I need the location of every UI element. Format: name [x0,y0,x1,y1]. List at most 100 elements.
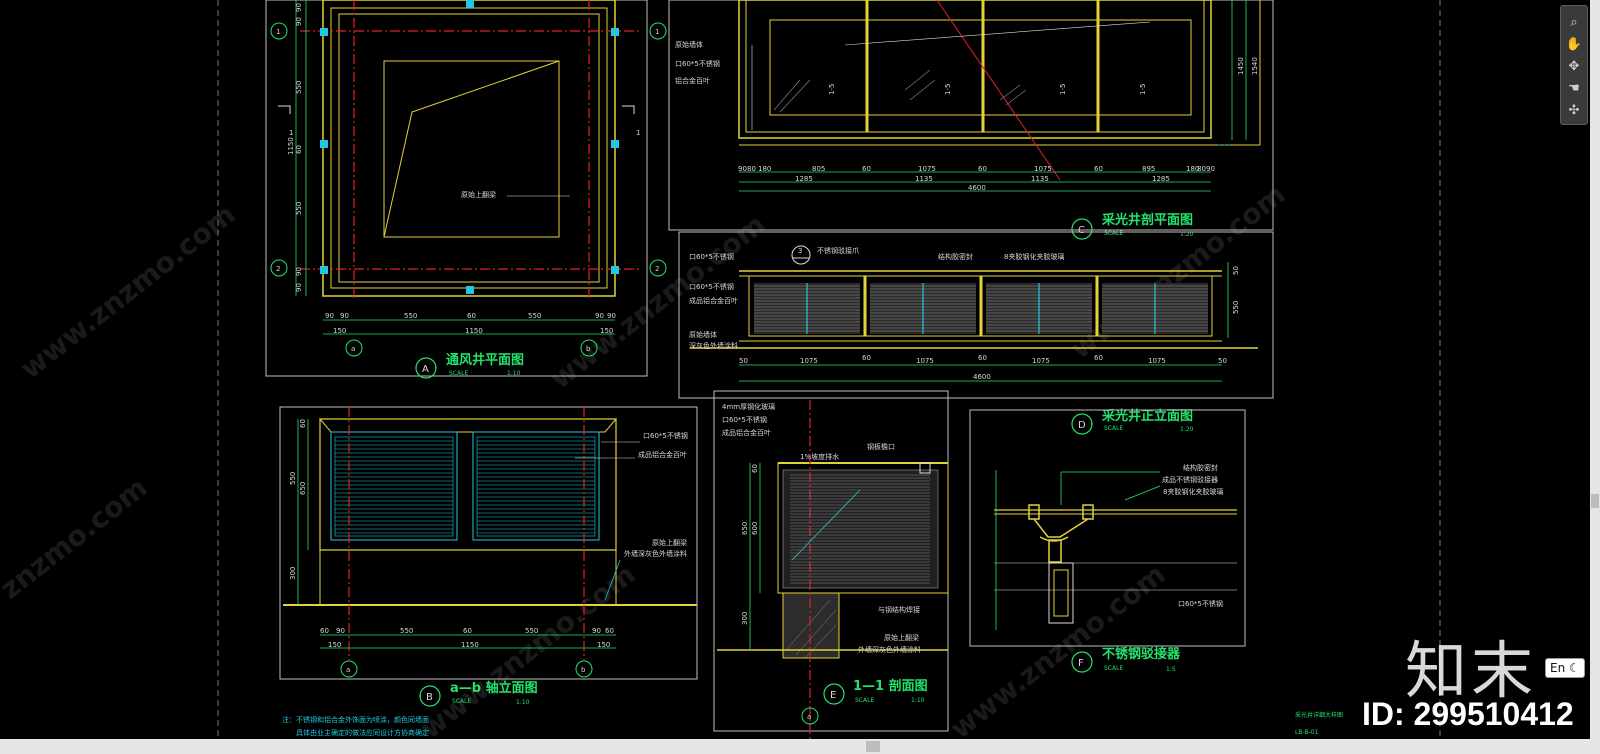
ime-indicator[interactable]: En ☾ [1545,658,1585,678]
dim-label: 180 [1186,165,1199,173]
dim-label: 4600 [968,184,986,192]
dim-label: 60 [751,464,759,473]
pan-icon[interactable]: ✋ [1565,37,1583,52]
watermark-logo: 知末 [1405,634,1538,707]
dim-label: 300 [289,567,297,580]
horizontal-scrollbar[interactable] [0,739,1600,754]
dim-label: 90 [295,283,303,292]
axis-label: 2 [655,265,659,273]
watermark-id: ID: 299510412 [1362,696,1574,732]
dim-label: 90 [295,17,303,26]
callout-label: 成品铝合金百叶 [722,428,771,437]
axis-label: 1 [655,28,659,36]
dim-label: 80 [1197,165,1206,173]
dim-label: 60 [978,165,987,173]
dim-label: 1075 [1032,357,1050,365]
axis-label: a [346,666,350,674]
panel-d-skylight-front-elevation: 3 口60*5不锈钢 不锈钢驳接爪 结构胶密封 8夹胶钢化夹胶玻璃 口60*5不… [678,231,1274,399]
sheet-code: LB-B-01 [1295,729,1319,736]
callout-label: 原始墙体 [689,330,717,339]
panel-title: 采光井剖平面图 [1101,212,1193,228]
detail-letter: D [1078,420,1086,431]
dim-label: 1075 [916,357,934,365]
dim-label: 4600 [973,373,991,381]
col-label: 1-5 [828,84,836,95]
scale-word: SCALE [1104,230,1123,237]
dim-label: 550 [525,627,538,635]
dim-label: 150 [597,641,610,649]
dim-label: 90 [592,627,601,635]
vertical-scrollbar[interactable] [1590,0,1600,739]
detail-letter: B [426,692,433,703]
dim-label: 1075 [1148,357,1166,365]
scale-word: SCALE [855,697,874,704]
dim-label: 60 [320,627,329,635]
dim-label: 550 [400,627,413,635]
panel-f-stainless-connector: 结构胶密封 成品不锈钢驳接器 8夹胶钢化夹胶玻璃 口60*5不锈钢 F 不锈钢驳… [969,409,1246,673]
dim-label: 90 [336,627,345,635]
scale-value: 1:20 [1180,426,1194,433]
detail-letter: F [1078,658,1084,669]
zoom-icon[interactable]: ⌕ [1570,15,1578,30]
callout-label: 外墙深灰色外墙涂料 [858,645,921,654]
note-label: 原始上翻梁 [461,190,496,199]
spider-fitting [1028,504,1094,563]
callout-label: 成品铝合金百叶 [638,450,687,459]
panel-title: 1—1 剖面图 [853,678,928,694]
callout-label: 成品不锈钢驳接器 [1162,475,1218,484]
dim-label: 1135 [1031,175,1049,183]
sheet-title: 采光井详细大样图 [1295,711,1343,719]
scale-word: SCALE [1104,425,1123,432]
axis-label: a [351,345,355,353]
dim-label: 90 [295,267,303,276]
dim-label: 650 [299,482,307,495]
panel-d-title: D 采光井正立面图 SCALE 1:20 [1071,408,1194,435]
dim-label: 60 [978,354,987,362]
footnote: 具体由业主确定的做法应同设计方协商确定 [296,728,429,737]
dim-label: 1135 [915,175,933,183]
scale-word: SCALE [1104,665,1123,672]
callout-label: 结构胶密封 [938,252,973,261]
ime-language: En [1550,661,1566,675]
scale-value: 1:20 [1180,231,1194,238]
callout-label: 原始墙体 [675,40,703,49]
dim-label: 150 [328,641,341,649]
callout-label: 口60*5不锈钢 [675,59,720,68]
callout-label: 不锈钢驳接爪 [817,246,859,255]
dim-label: 1285 [795,175,813,183]
dim-label: 805 [812,165,825,173]
dim-label: 1075 [918,165,936,173]
section-mark: 1 [289,129,293,137]
panel-a-vent-plan: 1 1 2 2 a b 1 1 原始上翻梁 90 90 550 60 550 9… [265,0,667,379]
dim-label: 60 [463,627,472,635]
dim-label: 600 [751,522,759,535]
dim-label: 550 [295,81,303,94]
panel-title: 通风井平面图 [446,352,524,368]
dim-label: 60 [862,354,871,362]
dim-label: 90 [607,312,616,320]
callout-label: 口60*5不锈钢 [643,431,688,440]
dim-label: 1540 [1251,57,1259,75]
steering-wheel-icon[interactable]: ✣ [1568,103,1580,118]
section-mark: 1 [636,129,640,137]
dim-label: 60 [295,145,303,154]
hand-icon[interactable]: ☚ [1568,81,1580,96]
callout-label: 口60*5不锈钢 [1178,599,1223,608]
dim-label: 650 [741,522,749,535]
watermark-text: www.znzmo.com [414,558,642,746]
axis-label: b [581,666,586,674]
dim-label: 180 [758,165,771,173]
marker-number: 3 [798,247,802,255]
panel-c-skylight-section-plan: 原始墙体 口60*5不锈钢 铝合金百叶 1-5 1-5 1-5 1-5 1450… [668,0,1274,240]
callout-label: 口60*5不锈钢 [689,282,734,291]
dim-label: 90 [738,165,747,173]
detail-letter: A [422,364,429,375]
orbit-icon[interactable]: ✥ [1568,59,1580,74]
scroll-thumb[interactable] [1591,494,1599,508]
callout-label: 4mm厚钢化玻璃 [722,402,775,411]
dim-label: 90 [340,312,349,320]
scroll-thumb[interactable] [866,741,880,752]
dim-label: 550 [289,472,297,485]
callout-label: 1%坡度排水 [800,452,839,461]
